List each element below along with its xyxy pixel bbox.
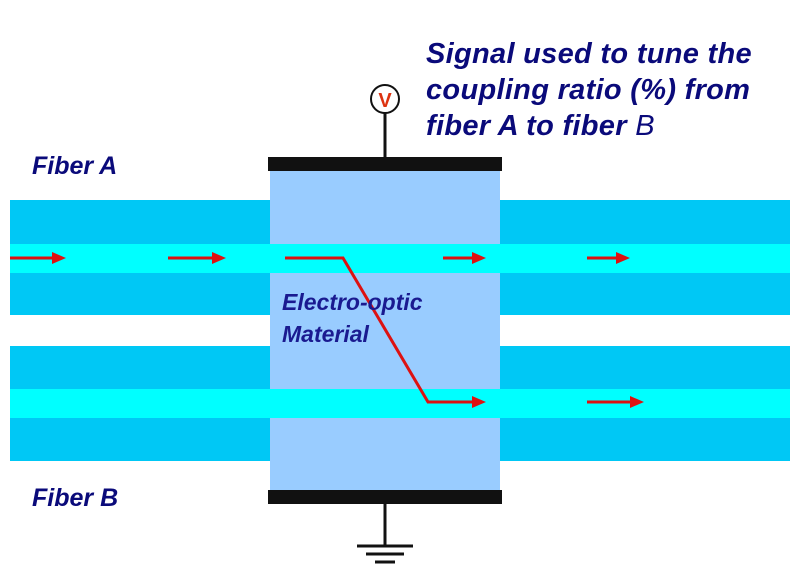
material-label: Electro-optic Material: [282, 286, 423, 350]
voltmeter-label: V: [378, 90, 392, 112]
fiber-b-core: [10, 389, 790, 418]
title-line-3-tail: B: [635, 110, 655, 142]
title-line-2: coupling ratio (%) from: [426, 74, 751, 106]
top-electrode: [268, 157, 502, 171]
material-label-line-1: Electro-optic: [282, 289, 423, 315]
title-line-3-bold: fiber A to fiber: [426, 110, 636, 142]
right-arrow-icon: [587, 252, 630, 264]
right-arrow-icon: [443, 252, 486, 264]
right-arrow-icon: [10, 252, 66, 264]
fiber-b-label: Fiber B: [32, 484, 119, 512]
fiber-a-label: Fiber A: [32, 152, 118, 180]
ground-icon: [357, 504, 413, 564]
right-arrow-icon: [472, 396, 486, 408]
material-label-line-2: Material: [282, 321, 369, 347]
signal-arrows: [10, 252, 644, 408]
right-arrow-icon: [168, 252, 226, 264]
coupling-path: [285, 256, 474, 404]
title-line-3: fiber A to fiber B: [426, 108, 812, 144]
bottom-electrode: [268, 490, 502, 504]
title-text: Signal used to tune the coupling ratio (…: [426, 36, 812, 144]
voltmeter-icon: V: [370, 84, 400, 114]
title-line-1: Signal used to tune the: [426, 38, 752, 70]
right-arrow-icon: [587, 396, 644, 408]
fiber-a-core: [10, 244, 790, 273]
